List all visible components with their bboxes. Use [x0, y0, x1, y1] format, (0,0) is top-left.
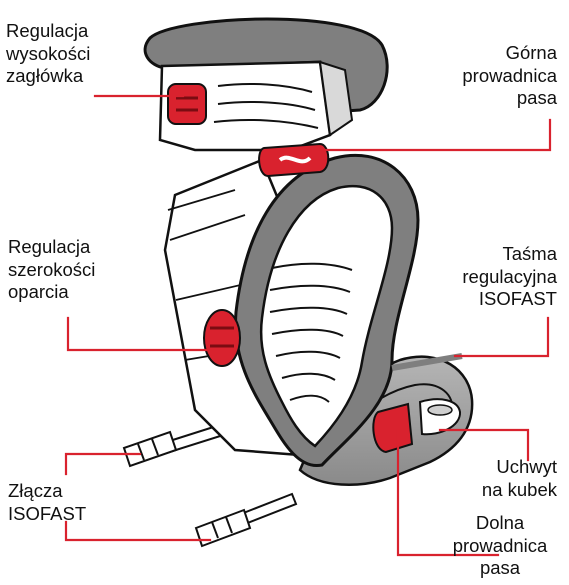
label-line: regulacyjna: [462, 266, 557, 289]
label-line: ISOFAST: [8, 503, 86, 526]
label-isofast-strap: Taśma regulacyjna ISOFAST: [462, 243, 557, 311]
label-line: Uchwyt: [482, 456, 557, 479]
isofast-connector-left: [124, 432, 176, 466]
label-upper-belt-guide: Górna prowadnica pasa: [462, 42, 557, 110]
backrest-width-adjuster: [204, 310, 240, 366]
label-line: Dolna: [436, 512, 564, 535]
label-line: Górna: [462, 42, 557, 65]
label-line: prowadnica: [462, 65, 557, 88]
label-line: szerokości: [8, 259, 95, 282]
headrest-height-adjuster: [168, 84, 206, 124]
label-headrest-height: Regulacja wysokości zagłówka: [6, 20, 90, 88]
label-line: oparcia: [8, 281, 95, 304]
label-line: ISOFAST: [462, 288, 557, 311]
label-line: wysokości: [6, 43, 90, 66]
label-line: pasa: [462, 87, 557, 110]
label-line: Regulacja: [6, 20, 90, 43]
leader-line-isofast-connectors-lower: [66, 522, 210, 540]
label-cup-holder: Uchwyt na kubek: [482, 456, 557, 501]
upper-belt-guide-clip: [259, 144, 328, 176]
label-backrest-width: Regulacja szerokości oparcia: [8, 236, 95, 304]
label-line: Regulacja: [8, 236, 95, 259]
label-line: zagłówka: [6, 65, 90, 88]
label-line: na kubek: [482, 479, 557, 502]
lower-belt-guide-clip: [373, 404, 412, 452]
label-lower-belt-guide: Dolna prowadnica pasa: [436, 512, 564, 580]
label-line: pasa: [436, 557, 564, 580]
label-line: prowadnica: [436, 535, 564, 558]
label-line: Taśma: [462, 243, 557, 266]
label-isofast-connectors: Złącza ISOFAST: [8, 480, 86, 525]
label-line: Złącza: [8, 480, 86, 503]
leader-line-isofast-strap: [455, 318, 548, 356]
